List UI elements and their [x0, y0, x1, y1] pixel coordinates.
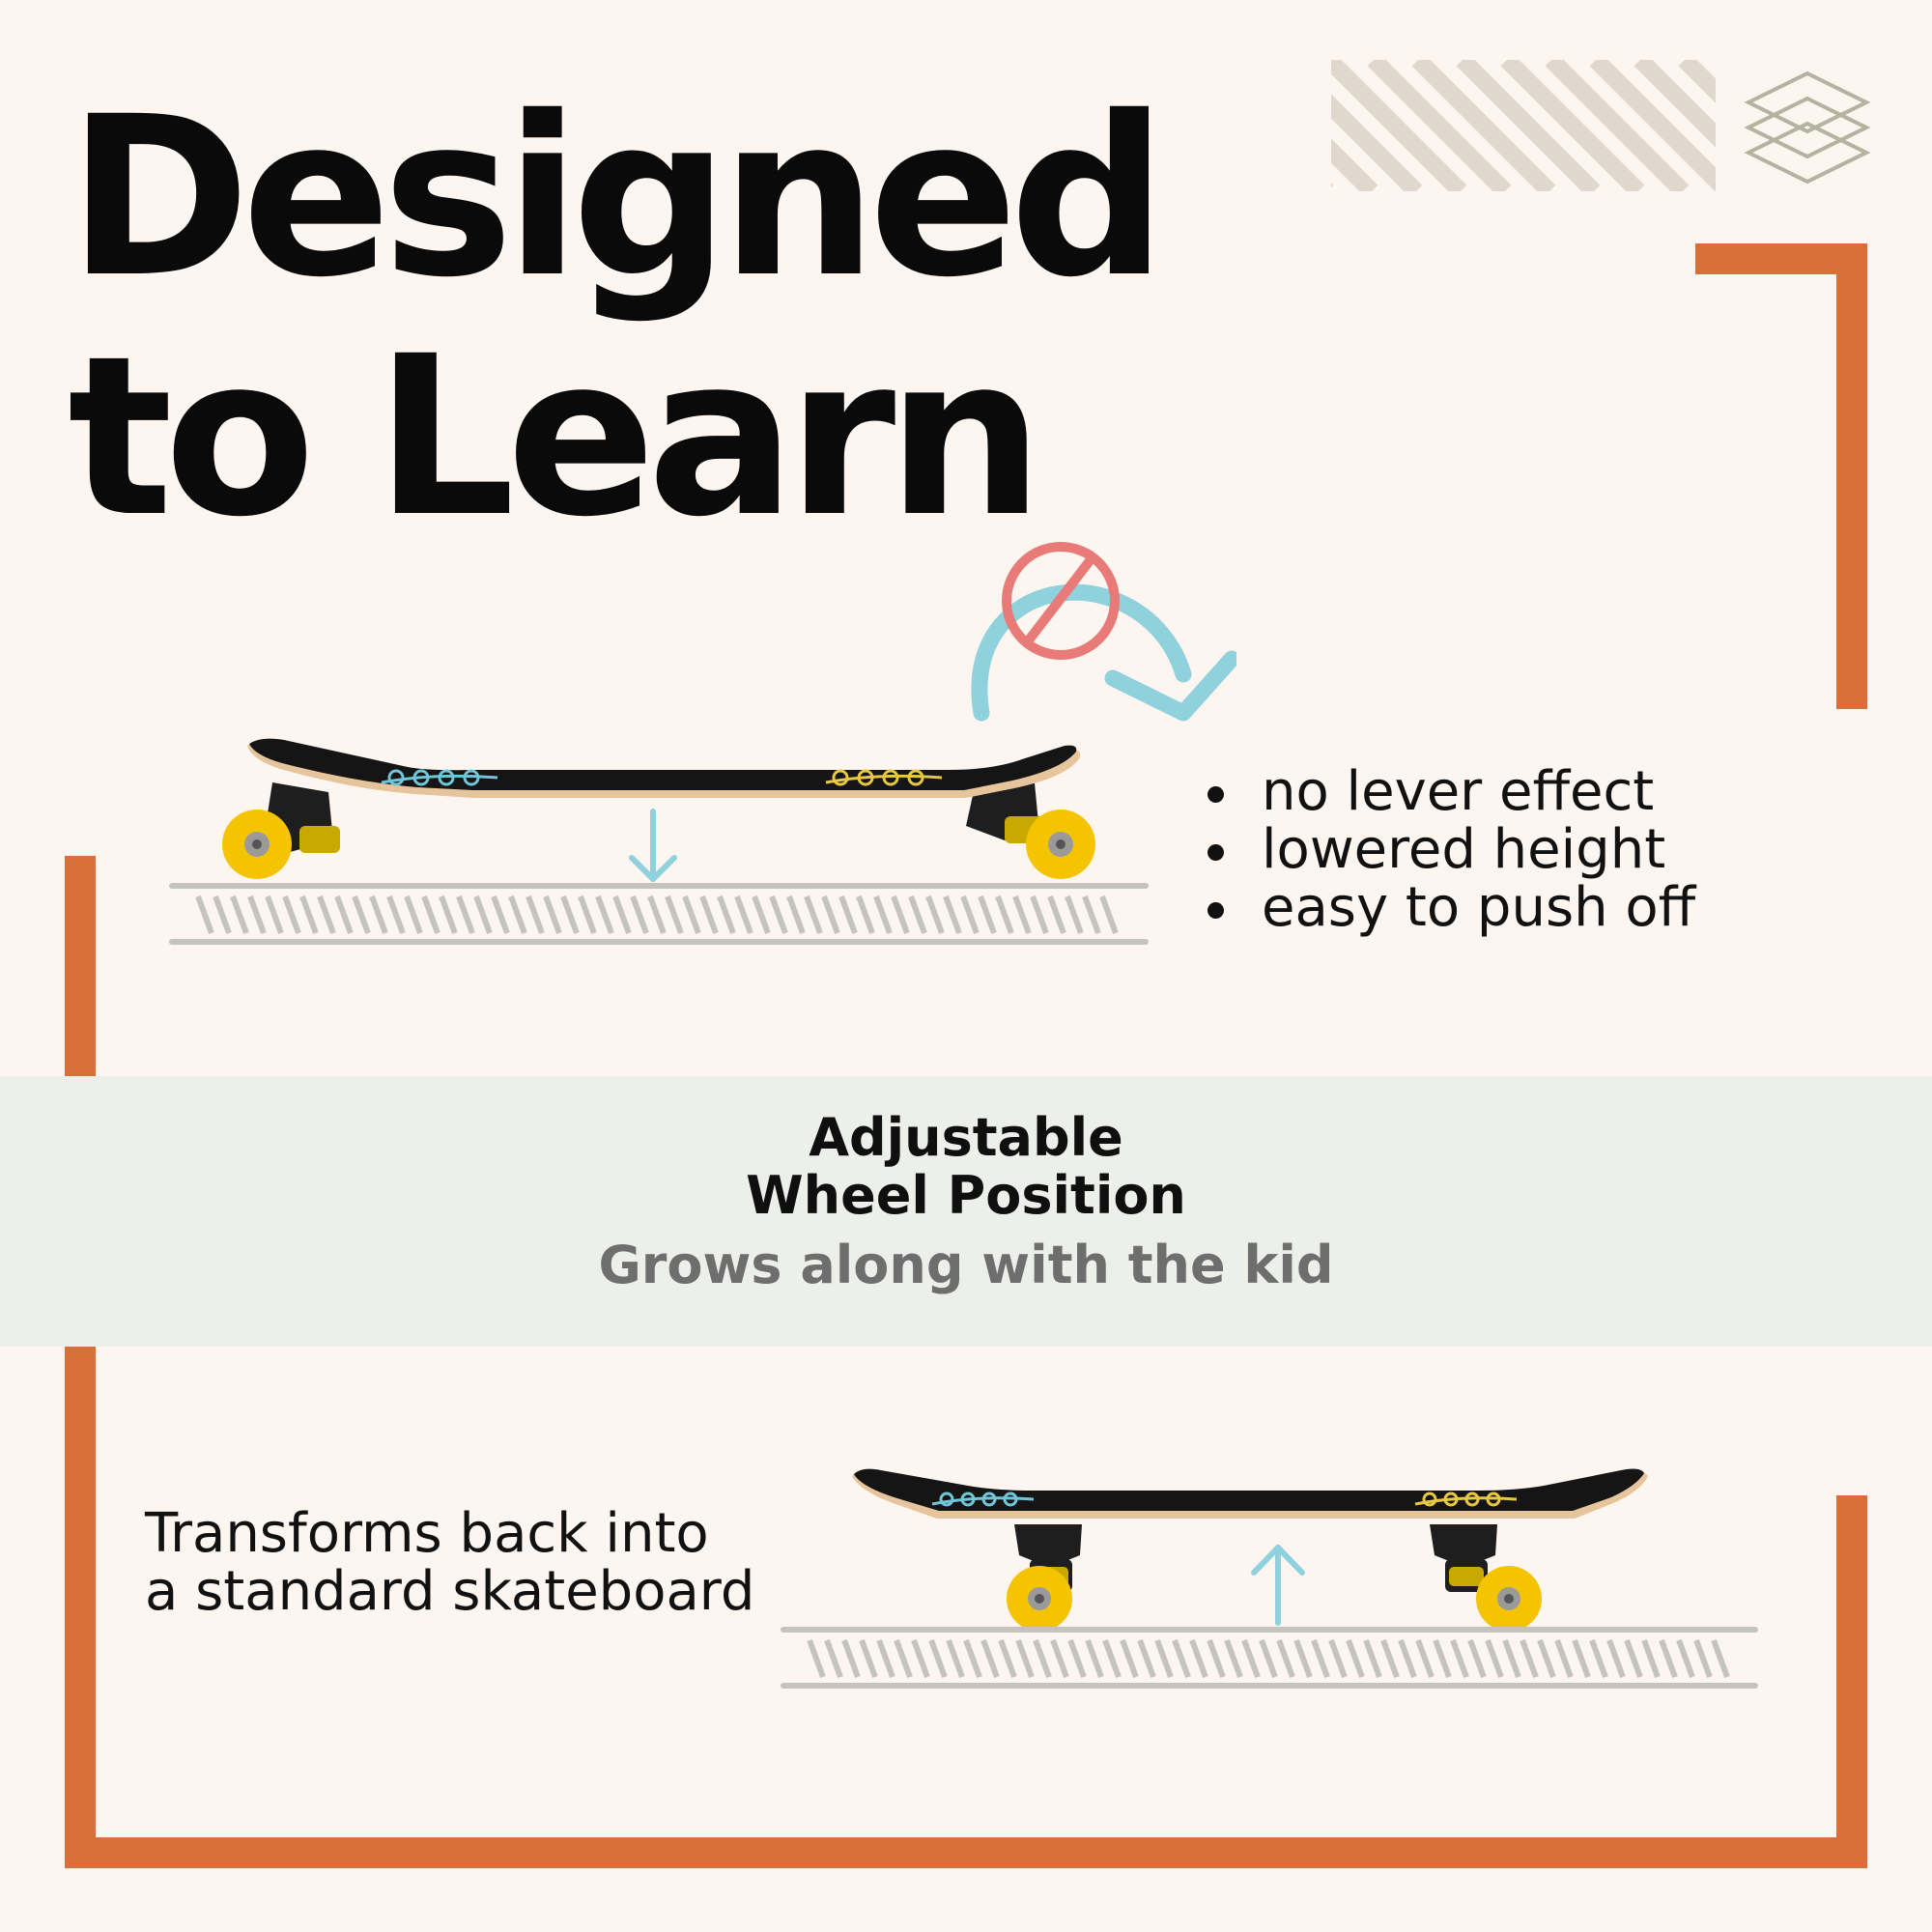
feature-item: easy to push off: [1198, 879, 1695, 937]
frame-top-right-vertical: [1836, 243, 1867, 709]
band-title-line-1: Adjustable: [809, 1107, 1123, 1168]
headline: Designed to Learn: [68, 69, 1167, 565]
skateboard-lowered-illustration: [222, 738, 1095, 882]
skateboard-standard-illustration: [852, 1468, 1648, 1632]
frame-bottom-horizontal: [65, 1837, 1867, 1868]
stripe-pattern: [1331, 60, 1716, 191]
feature-item: lowered height: [1198, 821, 1695, 879]
frame-bottom-right-vertical: [1836, 1495, 1867, 1868]
info-band: [0, 1076, 1932, 1347]
transform-caption: Transforms back into a standard skateboa…: [145, 1505, 754, 1621]
headline-line-1: Designed: [68, 69, 1167, 326]
transform-line-1: Transforms back into: [145, 1502, 709, 1565]
frame-left-vertical: [65, 856, 96, 1868]
layers-icon: [1745, 71, 1870, 185]
band-title-line-2: Wheel Position: [746, 1165, 1186, 1226]
headline-line-2: to Learn: [68, 308, 1044, 565]
ground-hatch-bottom: [781, 1627, 1758, 1689]
band-subtitle: Grows along with the kid: [598, 1235, 1334, 1295]
feature-item: no lever effect: [1198, 763, 1695, 821]
curved-arrow-no-sign-icon: [971, 542, 1236, 722]
feature-list: no lever effect lowered height easy to p…: [1198, 763, 1695, 937]
transform-line-2: a standard skateboard: [145, 1560, 755, 1623]
ground-hatch-top: [169, 883, 1149, 945]
